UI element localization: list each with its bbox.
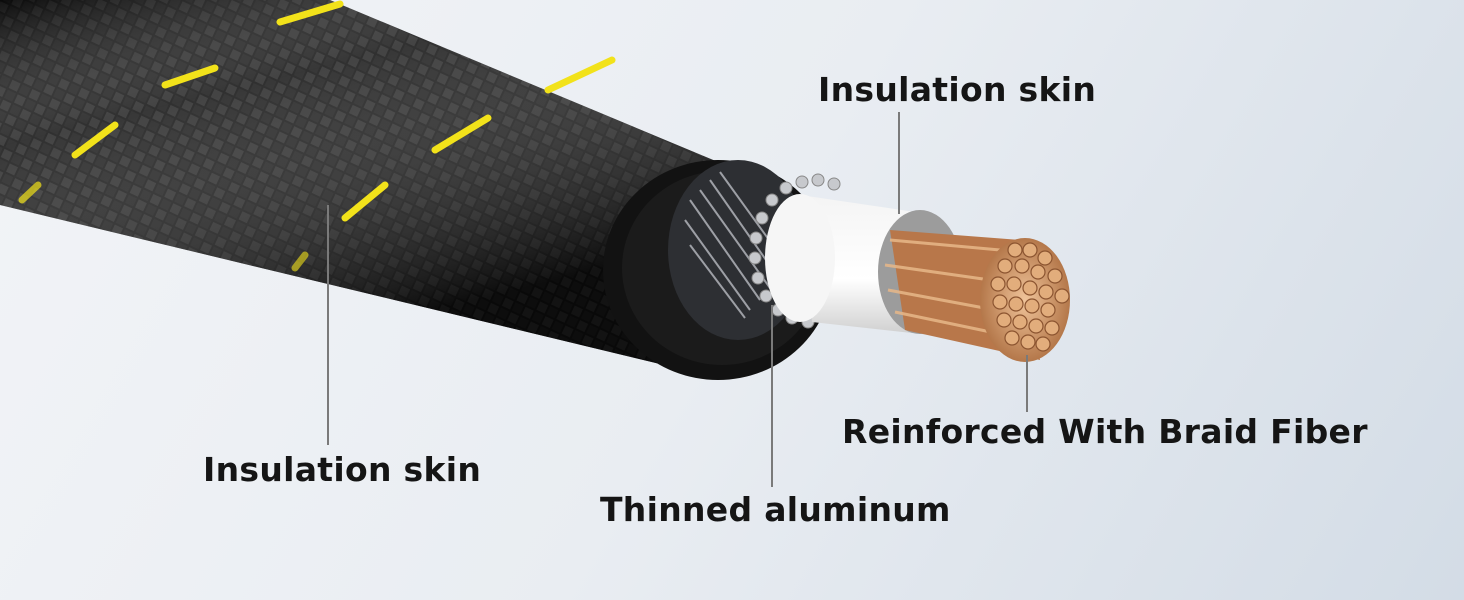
label-shield: Thinned aluminum: [600, 490, 951, 529]
yellow-tracer: [18, 0, 616, 272]
braided-jacket: [0, 0, 718, 378]
copper-conductor: [884, 230, 1070, 362]
label-inner-insulation: Insulation skin: [818, 70, 1097, 109]
label-conductor: Reinforced With Braid Fiber: [842, 412, 1368, 451]
leader-lines: [327, 112, 1028, 487]
label-outer-insulation: Insulation skin: [203, 450, 482, 489]
